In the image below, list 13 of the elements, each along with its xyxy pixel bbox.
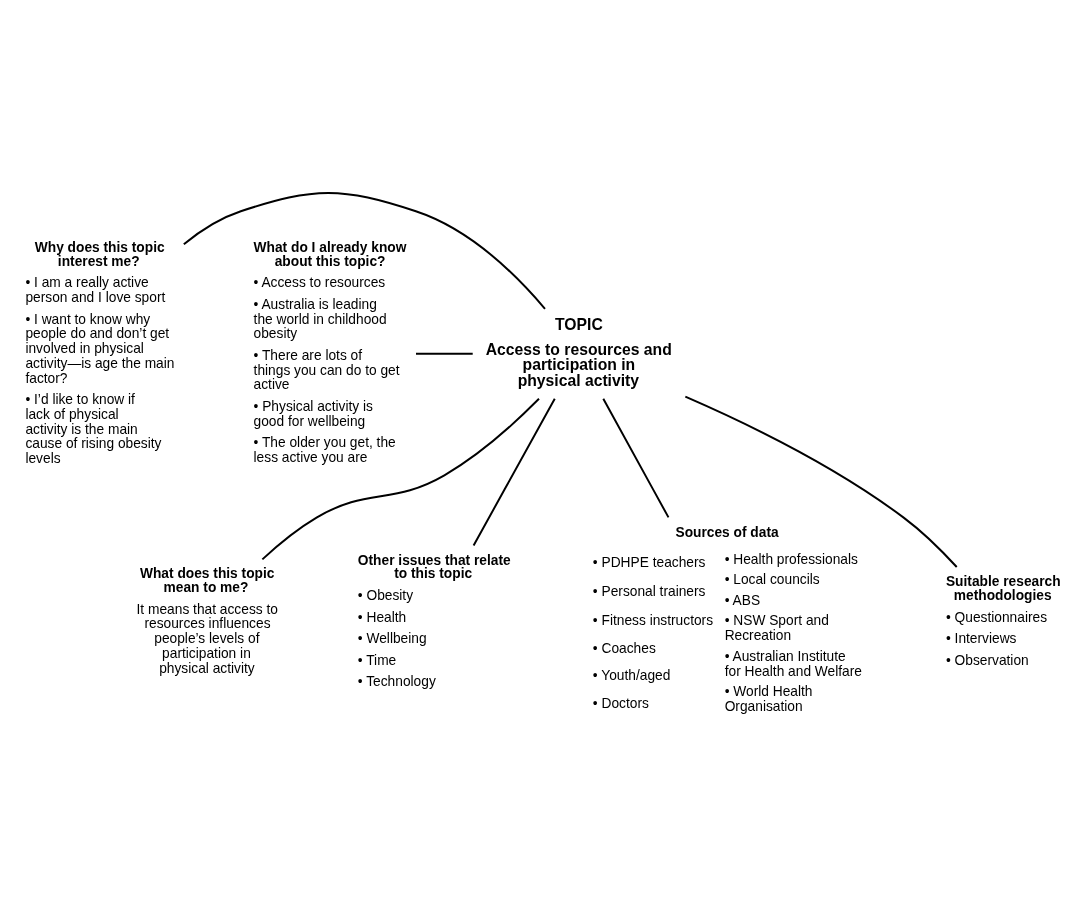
- node-text: Why does this topic interest me? • I am a really active person and I love sport • I want to know why people do and don’t get involved in physical activity—is age the main factor? • I’d like to know if lack of physical activity is the main cause of rising obesity levels: [25, 239, 175, 467]
- connector: [415, 352, 474, 355]
- connector: [602, 397, 670, 519]
- connector: [182, 191, 546, 310]
- connector: [472, 397, 556, 547]
- node-text: What does this topic mean to me? It means that access to resources influences people’s levels of participation in physical activity: [136, 566, 278, 676]
- node-text: Sources of data • PDHPE teachers • Personal trainers • Fitness instructors • Coaches • Youth/aged • Doctors • Health professionals • Local councils • ABS • NSW Sport and Recreation • Australian Institute for Health and Welfare • World Health Organisation: [592, 524, 862, 715]
- node-text: Suitable research methodologies • Questionnaires • Interviews • Observation: [945, 574, 1061, 668]
- node-text: What do I already know about this topic? • Access to resources • Australia is leading the world in childhood obesity • There are lots of things you can do to get active • Physical activity is good for wellbeing • The older you get, the less active you are: [253, 239, 407, 466]
- node-text: TOPIC Access to resources and participation in physical activity: [485, 316, 672, 390]
- connector: [684, 395, 958, 569]
- connector: [261, 397, 540, 561]
- node-text: Other issues that relate to this topic • Obesity • Health • Wellbeing • Time • Technology: [357, 552, 511, 690]
